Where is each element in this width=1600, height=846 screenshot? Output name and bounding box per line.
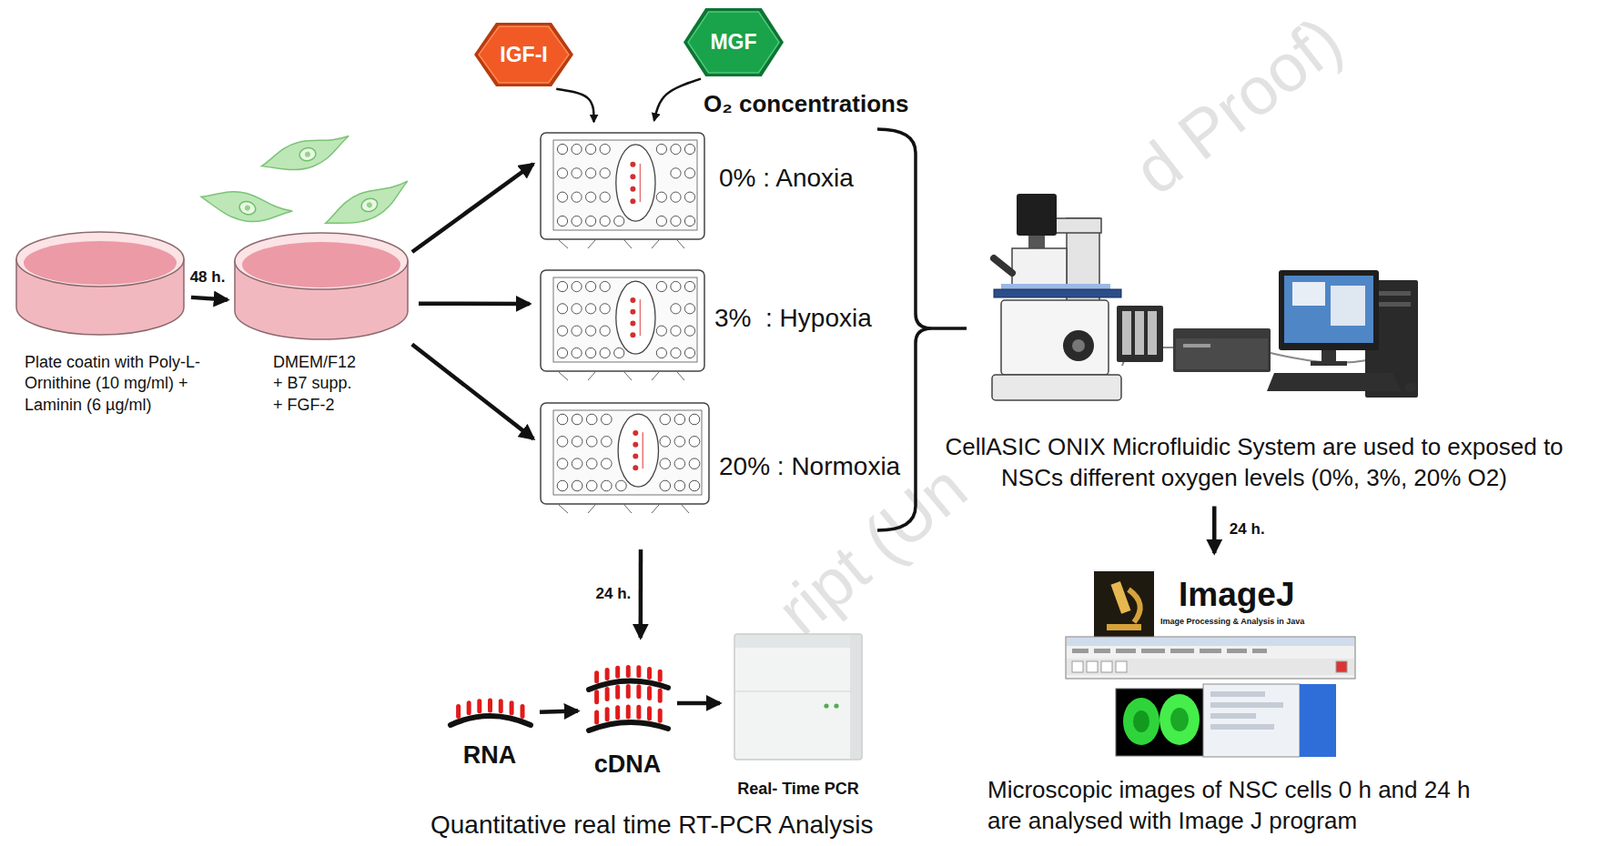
flow-arrow (1212, 506, 1217, 554)
software-subtitle: Image Processing & Analysis in Java (1160, 617, 1305, 627)
imagej-panel: ImageJImage Processing & Analysis in Jav… (1065, 571, 1357, 760)
watermark: d Proof) (1119, 0, 1357, 210)
section-heading: O₂ concentrations (703, 91, 909, 119)
text-holder: Quantitative real time RT-PCR Analysis (430, 810, 874, 841)
molecule-label: cDNA (496, 750, 760, 780)
text-holder: DMEM/F12 + B7 supp. + FGF-2 (273, 352, 365, 416)
nucleic-acid-art (450, 668, 669, 732)
text-holder: cDNA (496, 750, 760, 780)
duration-label: 24 h. (1227, 520, 1267, 539)
well-plates-art (540, 132, 709, 514)
text-holder: O₂ concentrations (703, 91, 909, 119)
factor-name: IGF-I (499, 42, 547, 67)
text-holder: 3% : Hypoxia (714, 303, 872, 334)
petri-dish-art (234, 232, 408, 340)
text-holder: Plate coatin with Poly-L-Ornithine (10 m… (24, 352, 248, 416)
text-holder: IGF-I (474, 22, 574, 87)
well-plate: 3% : Hypoxia (540, 270, 705, 383)
stem-cells (198, 132, 416, 234)
text-holder: CellASIC ONIX Microfluidic System are us… (917, 432, 1591, 495)
duration-label: 24 h. (594, 585, 634, 604)
duration-label: 48 h. (188, 268, 228, 287)
molecule-label: RNA (357, 741, 622, 770)
flow-arrow (191, 297, 228, 301)
flow-arrow (412, 344, 534, 439)
section-caption: Quantitative real time RT-PCR Analysis (430, 810, 874, 841)
petri-dish: Plate coatin with Poly-L-Ornithine (10 m… (15, 229, 184, 337)
factor-name: MGF (709, 30, 757, 54)
oxygen-condition: 0% : Anoxia (718, 163, 854, 193)
text-holder: RNA (357, 741, 622, 770)
cdna-strand: cDNA (587, 670, 669, 733)
flow-arrow (677, 701, 720, 707)
text-holder: 24 h. (1227, 520, 1267, 539)
pcr-machine-art (734, 634, 862, 760)
text-holder: Real- Time PCR (643, 779, 953, 800)
microscope-system (992, 193, 1418, 401)
text-holder: MGF (683, 8, 784, 77)
text-holder: d Proof) (1119, 0, 1357, 210)
flow-arrow (539, 710, 578, 712)
flow-arrow (638, 549, 644, 638)
text-holder: Microscopic images of NSC cells 0 h and … (987, 775, 1489, 838)
flow-arrow (412, 163, 534, 253)
flow-arrow (556, 89, 594, 122)
text-holder: 20% : Normoxia (718, 452, 901, 482)
text-holder: ImageJ (1178, 576, 1296, 616)
flow-arrow (654, 79, 701, 122)
petri-dish-art (16, 232, 184, 335)
oxygen-condition: 3% : Hypoxia (714, 303, 872, 334)
growth-factor-hexagon: MGF (683, 8, 784, 77)
text-holder: 48 h. (188, 268, 228, 287)
oxygen-condition: 20% : Normoxia (718, 452, 901, 482)
text-holder: 0% : Anoxia (718, 163, 854, 193)
well-plate: 0% : Anoxia (540, 132, 705, 251)
instrument-label: Real- Time PCR (643, 779, 953, 800)
analysis-caption: Microscopic images of NSC cells 0 h and … (987, 775, 1489, 838)
growth-factor-hexagon: IGF-I (474, 22, 574, 87)
pcr-machine: Real- Time PCR (734, 634, 862, 760)
text-holder: 24 h. (594, 585, 634, 604)
dish-caption: Plate coatin with Poly-L-Ornithine (10 m… (24, 352, 248, 416)
rna-strand: RNA (448, 697, 531, 729)
microfluidic-system: CellASIC ONIX Microfluidic System are us… (984, 193, 1418, 404)
text-holder: Image Processing & Analysis in Java (1160, 617, 1305, 627)
dish-caption: DMEM/F12 + B7 supp. + FGF-2 (273, 352, 365, 416)
software-title: ImageJ (1178, 576, 1296, 616)
flow-arrow (418, 302, 530, 307)
well-plate: 20% : Normoxia (540, 403, 709, 516)
imagej-screenshot (1065, 571, 1356, 758)
petri-dish: DMEM/F12 + B7 supp. + FGF-2 (234, 229, 408, 343)
system-caption: CellASIC ONIX Microfluidic System are us… (917, 432, 1591, 495)
